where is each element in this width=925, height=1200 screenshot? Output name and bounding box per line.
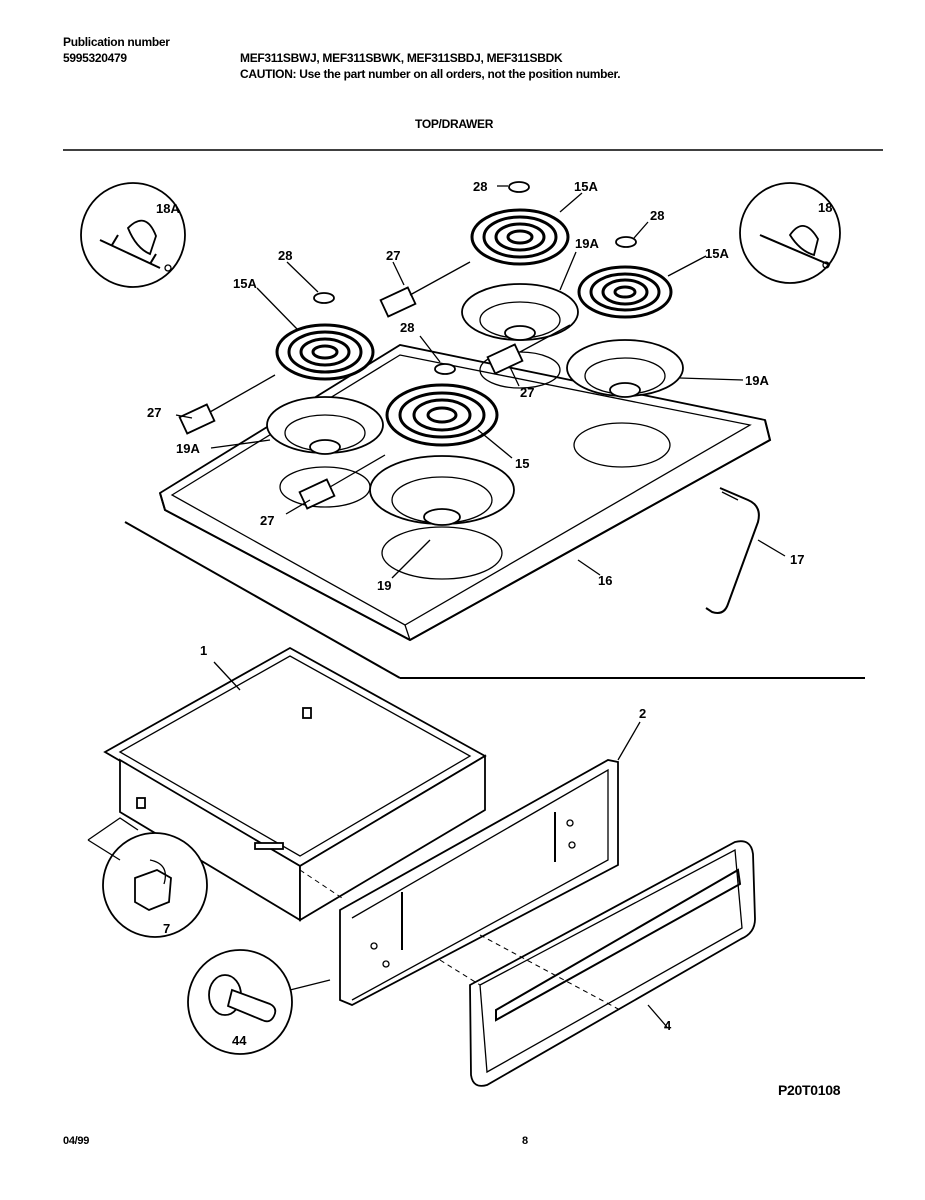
diagram-code: P20T0108 (778, 1082, 841, 1098)
page-number: 8 (522, 1135, 528, 1147)
detail-circle-18 (739, 182, 841, 284)
publication-number: 5995320479 (63, 51, 127, 65)
receptacle-27-c (178, 374, 276, 435)
callout-16: 16 (598, 573, 612, 588)
callout-18A: 18A (156, 201, 180, 216)
leader-7a (87, 817, 139, 841)
leader-1 (213, 661, 241, 691)
element-caps-28 (313, 181, 637, 375)
callout-28-left: 28 (278, 248, 292, 263)
caution-note: CAUTION: Use the part number on all orde… (240, 67, 621, 81)
callout-18: 18 (818, 200, 832, 215)
model-numbers: MEF311SBWJ, MEF311SBWK, MEF311SBDJ, MEF3… (240, 51, 563, 65)
drawer-body-1 (103, 646, 487, 922)
detail-circle-18A (80, 182, 186, 288)
receptacle-27-a (379, 261, 471, 318)
publication-label: Publication number (63, 35, 170, 49)
callout-28-right: 28 (650, 208, 664, 223)
callout-4: 4 (664, 1018, 672, 1033)
dashed-assembly-lines (299, 869, 621, 1011)
leader-lines-top (175, 185, 786, 579)
drip-bowl-19 (369, 455, 515, 526)
callout-28-top: 28 (473, 179, 487, 194)
section-title: TOP/DRAWER (415, 117, 494, 131)
wire-clip-17 (705, 487, 760, 614)
cabinet-edge-line (124, 521, 401, 679)
callout-1: 1 (200, 643, 207, 658)
drip-bowl-19A-left (266, 396, 384, 455)
surface-element-15A-right (577, 265, 673, 319)
callout-27-bottom: 27 (260, 513, 274, 528)
callout-27-top: 27 (386, 248, 400, 263)
publication-date: 04/99 (63, 1135, 90, 1147)
callout-27-left: 27 (147, 405, 161, 420)
detail-circle-7 (102, 832, 208, 938)
callout-27-center: 27 (520, 385, 534, 400)
leader-7b (87, 839, 121, 861)
drip-bowl-19A-center (461, 283, 579, 341)
callout-19A-left: 19A (176, 441, 200, 456)
callout-15A-top: 15A (574, 179, 598, 194)
detail-circle-44 (187, 949, 293, 1055)
callout-labels: 18A 18 28 15A 28 19A 15A 28 27 15A 28 27… (147, 179, 832, 1048)
surface-element-15A-left (275, 323, 375, 381)
surface-element-15 (385, 383, 499, 447)
callout-44: 44 (232, 1033, 247, 1048)
callout-28-center: 28 (400, 320, 414, 335)
callout-15: 15 (515, 456, 529, 471)
receptacle-27-b (486, 324, 571, 375)
drawer-panel-2 (339, 759, 619, 1006)
callout-15A-left: 15A (233, 276, 257, 291)
callout-19: 19 (377, 578, 391, 593)
surface-element-15A-top (470, 208, 570, 266)
callout-17: 17 (790, 552, 804, 567)
callout-15A-right: 15A (705, 246, 729, 261)
callout-19A-right: 19A (745, 373, 769, 388)
callout-19A-center: 19A (575, 236, 599, 251)
callout-2: 2 (639, 706, 646, 721)
drip-bowl-19A-right (566, 339, 684, 398)
leader-44 (289, 979, 331, 991)
drawer-front-4 (469, 840, 756, 1087)
leader-4 (647, 1004, 668, 1028)
callout-7: 7 (163, 921, 170, 936)
leader-2 (617, 721, 641, 761)
